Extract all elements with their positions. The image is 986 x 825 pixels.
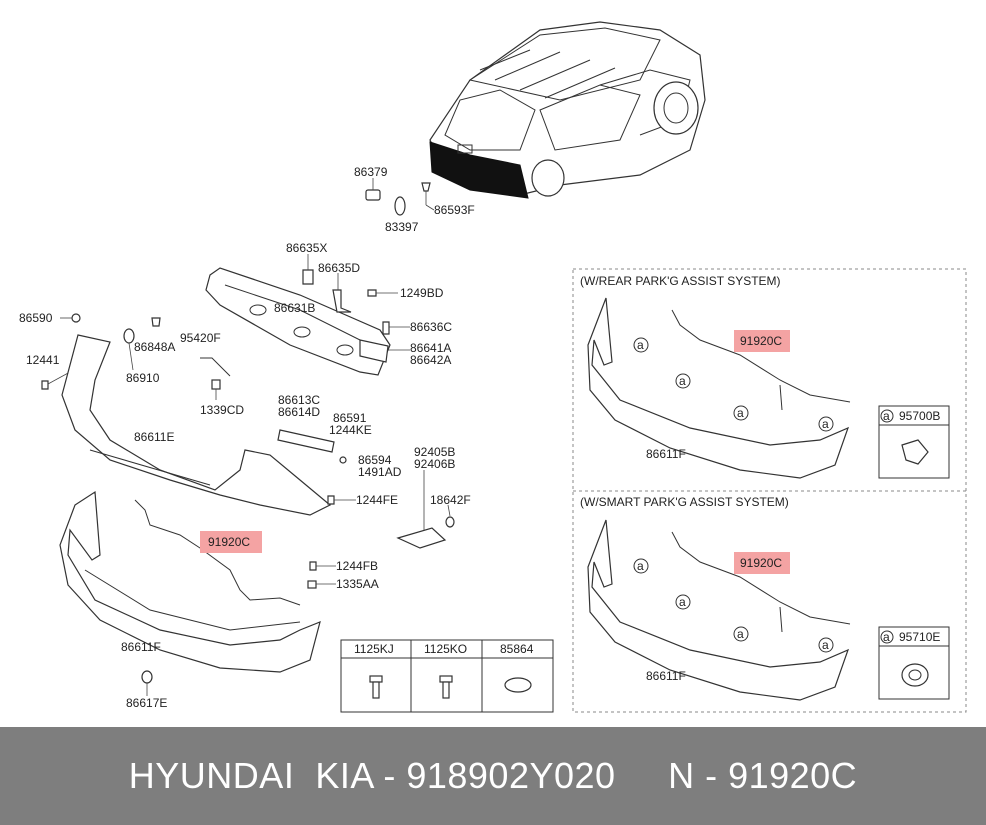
screw-1244FE: 1244FE	[327, 493, 398, 507]
bracket-86635X: 86635X	[286, 241, 327, 285]
vehicle-illustration	[429, 21, 706, 199]
part-number-footer: HYUNDAI KIA - 918902Y020 N - 91920C	[0, 727, 986, 825]
callout-1339CD: 1339CD	[200, 403, 244, 417]
bolt-12441: 12441	[26, 353, 71, 390]
callout-1244KE: 1244KE	[329, 423, 372, 437]
callout-1244FE: 1244FE	[356, 493, 398, 507]
callout-1244FB: 1244FB	[336, 559, 378, 573]
sensor-marker: a	[822, 417, 829, 431]
sensor-marker: a	[737, 627, 744, 641]
part-86379: 86379	[354, 165, 388, 201]
callout-83397: 83397	[385, 220, 419, 234]
callout-86636C: 86636C	[410, 320, 452, 334]
highlight-91920C-smart	[734, 552, 790, 574]
wiring-harness-main: 91920C	[134, 499, 301, 606]
callout-92406B: 92406B	[414, 457, 455, 471]
grommet-86910: 86910	[123, 328, 160, 385]
clip-86590: 86590	[19, 311, 81, 325]
panel-smart-sensor: 95710E	[899, 630, 940, 644]
sensor-icon	[901, 439, 929, 465]
sensor-marker: a	[679, 595, 686, 609]
sensor-marker: a	[883, 409, 890, 423]
callout-86631B: 86631B	[274, 301, 315, 315]
bracket-86636C: 86636C	[382, 320, 452, 335]
footer-ref: N - 91920C	[668, 755, 858, 796]
callout-86613C: 86613C	[278, 393, 320, 407]
callout-86642A: 86642A	[410, 353, 451, 367]
sensor-marker: a	[637, 338, 644, 352]
sensor-marker: a	[822, 638, 829, 652]
panel-smart-title: (W/SMART PARK'G ASSIST SYSTEM)	[580, 495, 789, 509]
clip-86594: 86594 1491AD	[339, 453, 402, 479]
bolt-icon-1125KJ	[369, 675, 383, 699]
callout-1249BD: 1249BD	[400, 286, 444, 300]
callout-86617E: 86617E	[126, 696, 167, 710]
part-86593F: 86593F	[421, 182, 475, 217]
callout-86635X: 86635X	[286, 241, 327, 255]
callout-86594: 86594	[358, 453, 392, 467]
cap-86617E: 86617E	[126, 670, 167, 710]
highlight-91920C-rear	[734, 330, 790, 352]
callout-92405B: 92405B	[414, 445, 455, 459]
callout-95420F: 95420F	[180, 331, 221, 345]
panel-rear-park-assist: (W/REAR PARK'G ASSIST SYSTEM) 91920C a a…	[580, 274, 950, 479]
bracket-86641A: 86641A 86642A	[359, 339, 451, 367]
bumper-cover-86611E: 86611E	[61, 334, 332, 516]
wire-95420F: 95420F	[180, 331, 231, 377]
callout-12441: 12441	[26, 353, 60, 367]
table-header-1125KO: 1125KO	[424, 642, 467, 656]
panel-rear-title: (W/REAR PARK'G ASSIST SYSTEM)	[580, 274, 781, 288]
bulb-18642F: 18642F	[430, 493, 471, 528]
table-header-1125KJ: 1125KJ	[354, 642, 394, 656]
sensor-marker: a	[883, 630, 890, 644]
panel-rear-bumper: 86611F	[646, 447, 686, 461]
fastener-table: 1125KJ 1125KO 85864	[340, 639, 554, 713]
sensor-icon	[901, 663, 929, 687]
clip-1335AA: 1335AA	[307, 577, 379, 591]
bolt-icon-1125KO	[439, 675, 453, 699]
reflector-86613C: 86613C 86614D	[277, 393, 335, 453]
screw-1244FB: 1244FB	[309, 559, 378, 573]
callout-86379: 86379	[354, 165, 388, 179]
callout-86910: 86910	[126, 371, 160, 385]
callout-91920C-main: 91920C	[208, 535, 250, 549]
bumper-lower-86611F: 86611F	[59, 490, 321, 673]
panel-rear-sensor: 95700B	[899, 409, 940, 423]
callout-86641A: 86641A	[410, 341, 451, 355]
panel-smart-harness: 91920C	[740, 556, 782, 570]
callout-86591: 86591	[333, 411, 367, 425]
footer-gap	[616, 755, 669, 797]
panel-smart-bumper: 86611F	[646, 669, 686, 683]
callout-86611F-main: 86611F	[121, 640, 161, 654]
callout-18642F: 18642F	[430, 493, 471, 507]
callout-1491AD: 1491AD	[358, 465, 402, 479]
sensor-marker: a	[737, 406, 744, 420]
callout-86614D: 86614D	[278, 405, 320, 419]
callout-86635D: 86635D	[318, 261, 360, 275]
panel-rear-harness: 91920C	[740, 334, 782, 348]
parts-diagram: 86379 83397 86593F 86635X 86635D 1249BD …	[19, 21, 967, 713]
bracket-86635D: 86635D	[318, 261, 360, 313]
callout-86611E: 86611E	[134, 430, 174, 444]
sensor-marker: a	[679, 374, 686, 388]
footer-brand: HYUNDAI KIA - 918902Y020	[128, 755, 616, 796]
lamp-92405B: 92405B 92406B	[396, 445, 455, 549]
sensor-marker: a	[637, 559, 644, 573]
panel-smart-park-assist: (W/SMART PARK'G ASSIST SYSTEM) 91920C a …	[580, 495, 950, 701]
bolt-1249BD: 1249BD	[367, 286, 444, 300]
callout-1335AA: 1335AA	[336, 577, 379, 591]
table-header-85864: 85864	[500, 642, 534, 656]
rear-bumper-beam	[205, 267, 391, 376]
plug-icon-85864	[504, 677, 532, 693]
part-83397: 83397	[385, 196, 419, 234]
clip-1339CD: 1339CD	[200, 379, 244, 417]
callout-86590: 86590	[19, 311, 53, 325]
callout-86593F: 86593F	[434, 203, 475, 217]
callout-86848A: 86848A	[134, 340, 175, 354]
highlight-91920C-main	[200, 531, 262, 553]
clip-86848A: 86848A	[134, 317, 175, 354]
